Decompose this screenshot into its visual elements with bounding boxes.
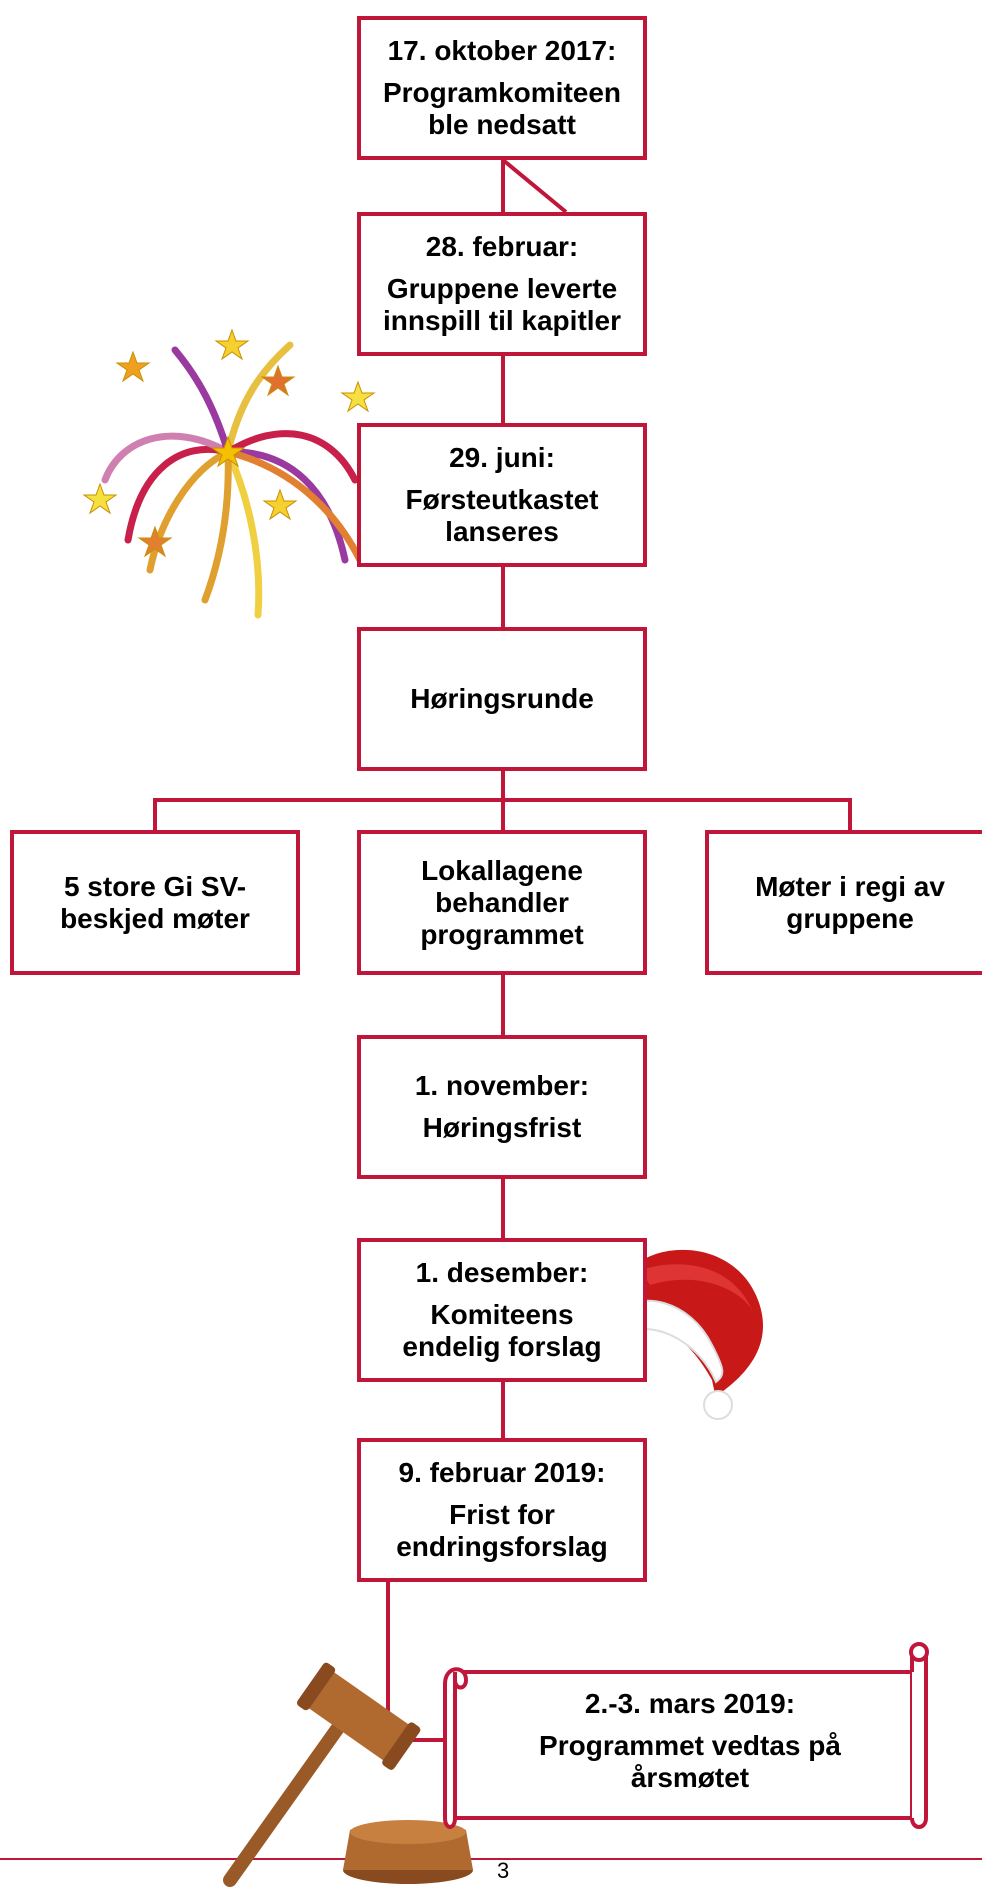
- step-1-text: Programkomiteen ble nedsatt: [382, 77, 622, 140]
- step-5-deadline: 1. november: Høringsfrist: [357, 1035, 647, 1179]
- final-text: Programmet vedtas på årsmøtet: [539, 1730, 841, 1793]
- step-7-date: 9. februar 2019:: [398, 1457, 606, 1488]
- connector-branch-bar: [153, 798, 852, 830]
- page-number: 3: [497, 1858, 510, 1883]
- branch-right-text: Møter i regi av gruppene: [755, 870, 945, 934]
- step-3-text: Førsteutkastet lanseres: [405, 484, 599, 547]
- final-step-annual-meeting: 2.-3. mars 2019: Programmet vedtas på år…: [470, 1688, 910, 1794]
- step-2-text: Gruppene leverte innspill til kapitler: [382, 273, 622, 336]
- step-2-input-delivered: 28. februar: Gruppene leverte innspill t…: [357, 212, 647, 356]
- branch-left-text: 5 store Gi SV-beskjed møter: [60, 870, 250, 934]
- step-5-text: Høringsfrist: [422, 1112, 582, 1143]
- gavel-illustration: [223, 1662, 473, 1887]
- step-2-date: 28. februar:: [425, 231, 579, 262]
- step-7-text: Frist for endringsforslag: [396, 1499, 608, 1562]
- final-scroll-shape: [443, 1642, 929, 1829]
- step-3-date: 29. juni:: [449, 442, 555, 473]
- connector-1-2-diagonal: [501, 158, 568, 214]
- branch-left-meetings: 5 store Gi SV-beskjed møter: [10, 830, 300, 975]
- branch-center-text: Lokallagene behandler programmet: [420, 854, 584, 950]
- step-7-amendment-deadline: 9. februar 2019: Frist for endringsforsl…: [357, 1438, 647, 1582]
- step-6-date: 1. desember:: [415, 1257, 589, 1288]
- step-4-consultation: Høringsrunde: [357, 627, 647, 771]
- step-5-date: 1. november:: [414, 1070, 590, 1101]
- step-3-first-draft: 29. juni: Førsteutkastet lanseres: [357, 423, 647, 567]
- final-date: 2.-3. mars 2019:: [584, 1688, 796, 1719]
- branch-right-group-meetings: Møter i regi av gruppene: [705, 830, 982, 975]
- step-6-final-proposal: 1. desember: Komiteens endelig forslag: [357, 1238, 647, 1382]
- step-1-committee-formed: 17. oktober 2017: Programkomiteen ble ne…: [357, 16, 647, 160]
- step-1-date: 17. oktober 2017:: [387, 35, 617, 66]
- fireworks-illustration: [82, 328, 376, 619]
- step-6-text: Komiteens endelig forslag: [402, 1299, 602, 1362]
- branch-center-local-groups: Lokallagene behandler programmet: [357, 830, 647, 975]
- step-4-text: Høringsrunde: [410, 683, 594, 714]
